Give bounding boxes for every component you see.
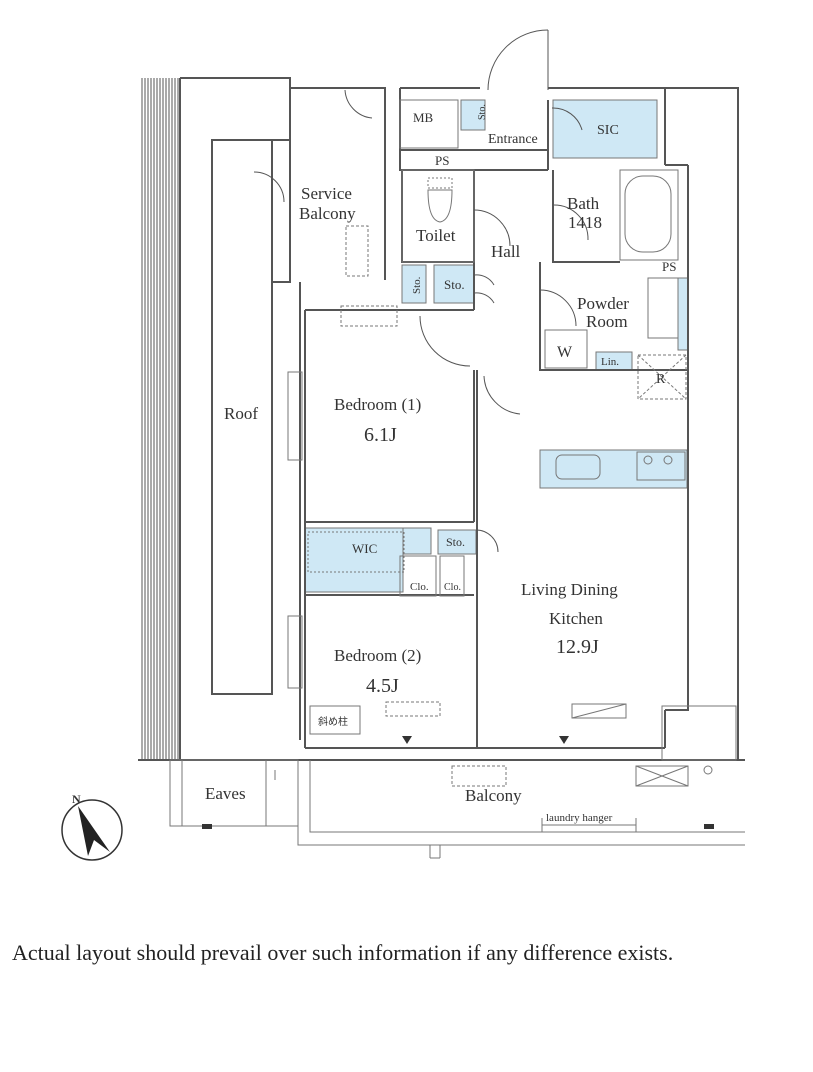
sic-area [552, 99, 658, 159]
compass-north-label: N [72, 792, 81, 806]
sto-vertical-area [401, 264, 427, 304]
storage-areas [304, 99, 689, 593]
label-service-balcony-2: Balcony [299, 204, 356, 223]
sto-top-area [460, 99, 486, 131]
label-pillar: 斜め柱 [318, 715, 348, 728]
label-bedroom2-size: 4.5J [366, 675, 399, 697]
label-hall: Hall [491, 242, 521, 261]
label-wic: WIC [352, 541, 377, 556]
label-clo-1: Clo. [410, 581, 429, 593]
label-sic: SIC [597, 123, 619, 138]
powder-vanity-strip [677, 277, 689, 351]
label-eaves: Eaves [205, 784, 246, 803]
label-bedroom1-size: 6.1J [364, 424, 397, 446]
balcony-markers [202, 736, 714, 829]
label-laundry-hanger: laundry hanger [546, 812, 613, 824]
label-fridge: R [656, 372, 666, 387]
label-balcony: Balcony [465, 786, 522, 805]
label-sto-wic: Sto. [446, 535, 465, 549]
kitchen-counter [539, 449, 688, 489]
sto-wic-area [437, 529, 477, 555]
compass: N [61, 792, 123, 861]
label-mb: MB [413, 110, 434, 125]
floor-plan: N MB Sto. Entrance SIC PS Service Balcon… [61, 29, 745, 861]
room-labels: MB Sto. Entrance SIC PS Service Balcony … [205, 104, 676, 824]
label-linen: Lin. [601, 356, 619, 368]
label-bedroom1-name: Bedroom (1) [334, 395, 421, 414]
label-roof: Roof [224, 404, 258, 423]
label-entrance: Entrance [488, 132, 538, 147]
label-toilet: Toilet [416, 226, 456, 245]
label-ps-top: PS [435, 153, 449, 168]
label-ldk-1: Living Dining [521, 580, 618, 599]
label-service-balcony-1: Service [301, 184, 352, 203]
label-powder-1: Powder [577, 294, 629, 313]
door-swings [253, 29, 589, 553]
label-bath-code: 1418 [568, 213, 602, 232]
label-sto-top: Sto. [477, 104, 488, 120]
wic-area [304, 527, 404, 593]
label-sto-vertical: Sto. [411, 276, 423, 294]
exterior-hatch [141, 78, 179, 760]
label-washer: W [557, 344, 573, 361]
label-powder-2: Room [586, 312, 628, 331]
label-bath: Bath [567, 194, 600, 213]
thin-lines [169, 99, 745, 859]
disclaimer-text: Actual layout should prevail over such i… [12, 940, 674, 965]
label-clo-2: Clo. [444, 582, 461, 593]
label-ps-right: PS [662, 259, 676, 274]
label-ldk-size: 12.9J [556, 636, 599, 658]
label-bedroom2-name: Bedroom (2) [334, 646, 421, 665]
label-ldk-2: Kitchen [549, 609, 603, 628]
label-sto-hall: Sto. [444, 277, 465, 292]
wic-strip [402, 527, 432, 555]
compass-needle-icon [78, 806, 110, 856]
